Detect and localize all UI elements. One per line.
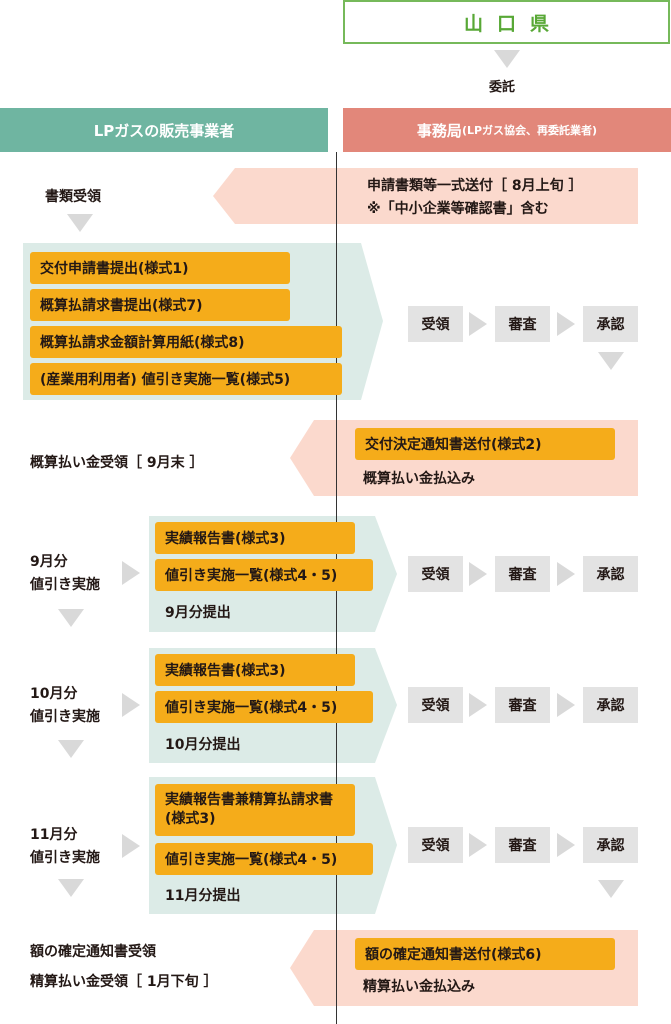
step3-payment: 概算払い金払込み xyxy=(363,471,475,487)
sep-form-discount-list: 値引き実施一覧(様式4・5) xyxy=(155,559,373,591)
process-approve: 承認 xyxy=(583,687,638,723)
step3-left-label: 概算払い金受領［ 9月末 ］ xyxy=(30,455,204,471)
sep-submit: 9月分提出 xyxy=(165,605,231,621)
nov-submit: 11月分提出 xyxy=(165,888,241,904)
prefecture-box: 山口県 xyxy=(343,0,670,44)
process-approve: 承認 xyxy=(583,306,638,342)
right-arrow-icon xyxy=(469,312,487,336)
final-payment: 精算払い金払込み xyxy=(363,979,475,995)
nov-form-report-claim: 実績報告書兼精算払請求書(様式3) xyxy=(155,784,355,836)
final-left-payment: 精算払い金受領［ 1月下旬 ］ xyxy=(30,974,218,990)
nov-form-discount-list: 値引き実施一覧(様式4・5) xyxy=(155,843,373,875)
right-arrow-icon xyxy=(469,562,487,586)
process-receive: 受領 xyxy=(408,687,463,723)
oct-submit: 10月分提出 xyxy=(165,737,241,753)
down-arrow-icon xyxy=(58,609,84,627)
form-application: 交付申請書提出(様式1) xyxy=(30,252,290,284)
nov-label-discount: 値引き実施 xyxy=(30,850,100,866)
sep-label-month: 9月分 xyxy=(30,554,68,570)
form-industrial-discount: (産業用利用者) 値引き実施一覧(様式5) xyxy=(30,363,342,395)
right-arrow-icon xyxy=(469,833,487,857)
notice-decision: 交付決定通知書送付(様式2) xyxy=(355,428,615,460)
oct-label-month: 10月分 xyxy=(30,686,78,702)
nov-label-month: 11月分 xyxy=(30,827,78,843)
right-arrow-icon xyxy=(122,561,140,585)
right-arrow-icon xyxy=(557,562,575,586)
right-arrow-icon xyxy=(557,312,575,336)
form-advance-claim: 概算払請求書提出(様式7) xyxy=(30,289,290,321)
header-sellers: LPガスの販売事業者 xyxy=(0,108,328,152)
form-advance-calc: 概算払請求金額計算用紙(様式8) xyxy=(30,326,342,358)
process-approve: 承認 xyxy=(583,827,638,863)
step1-send-docs: 申請書類等一式送付［ 8月上旬 ］ xyxy=(367,178,583,194)
process-receive: 受領 xyxy=(408,827,463,863)
process-review: 審査 xyxy=(495,687,550,723)
process-review: 審査 xyxy=(495,556,550,592)
down-arrow-icon xyxy=(67,214,93,232)
process-receive: 受領 xyxy=(408,306,463,342)
down-arrow-icon xyxy=(598,880,624,898)
process-approve: 承認 xyxy=(583,556,638,592)
down-arrow-icon xyxy=(58,740,84,758)
sep-form-report: 実績報告書(様式3) xyxy=(155,522,355,554)
final-left-notice: 額の確定通知書受領 xyxy=(30,944,156,960)
step1-note: ※「中小企業等確認書」含む xyxy=(367,201,549,217)
down-arrow-icon xyxy=(58,879,84,897)
notice-final-amount: 額の確定通知書送付(様式6) xyxy=(355,938,615,970)
commission-label: 委託 xyxy=(489,80,516,95)
right-arrow-icon xyxy=(122,693,140,717)
down-arrow-icon xyxy=(598,352,624,370)
header-secretariat: 事務局(LPガス協会、再委託業者) xyxy=(343,108,671,152)
oct-form-discount-list: 値引き実施一覧(様式4・5) xyxy=(155,691,373,723)
process-review: 審査 xyxy=(495,827,550,863)
right-arrow-icon xyxy=(122,834,140,858)
oct-label-discount: 値引き実施 xyxy=(30,709,100,725)
right-arrow-icon xyxy=(557,693,575,717)
step1-left-label: 書類受領 xyxy=(45,189,101,205)
pink-arrow-step1 xyxy=(213,168,638,224)
down-arrow-icon xyxy=(494,50,520,68)
right-arrow-icon xyxy=(557,833,575,857)
right-arrow-icon xyxy=(469,693,487,717)
oct-form-report: 実績報告書(様式3) xyxy=(155,654,355,686)
process-review: 審査 xyxy=(495,306,550,342)
process-receive: 受領 xyxy=(408,556,463,592)
sep-label-discount: 値引き実施 xyxy=(30,577,100,593)
